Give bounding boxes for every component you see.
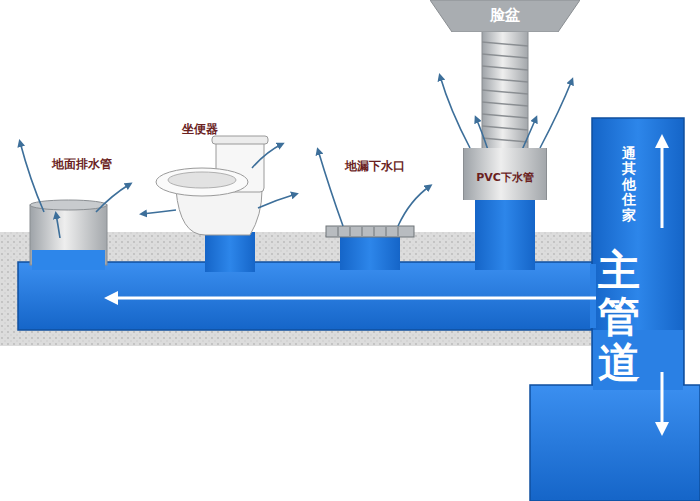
water [32,250,105,270]
part-label: 地漏下水口 [345,158,405,175]
pipe-label: PVC下水管 [464,170,546,185]
stack-title: 主管道 [598,248,640,387]
down-arrow [661,372,664,430]
basin-box: 脸盆 [430,0,580,32]
grate-bars [338,227,398,236]
toilet-drain [205,232,255,272]
flow-arrow [110,297,596,300]
main-stack [592,118,684,408]
pvc-pipe-box: PVC下水管 [463,148,547,200]
branch-pipe [18,262,618,330]
part-label: 坐便器 [182,121,218,138]
basin-tailpipe [482,30,528,150]
main-sump [530,385,700,501]
thread-lines [482,42,528,142]
stack-note: 通其他住家 [622,146,636,223]
drain-grate [326,226,414,237]
main-pipe-box: 通其他住家主管道 [592,118,684,398]
part-label: 地面排水管 [52,156,112,173]
pipe-join [590,264,596,328]
up-arrow [661,140,664,228]
floor-drain-pipe [340,236,400,270]
toilet [156,136,268,235]
odour-arrows [20,76,572,238]
basin-label: 脸盆 [430,6,580,25]
pvc-water [475,198,535,270]
